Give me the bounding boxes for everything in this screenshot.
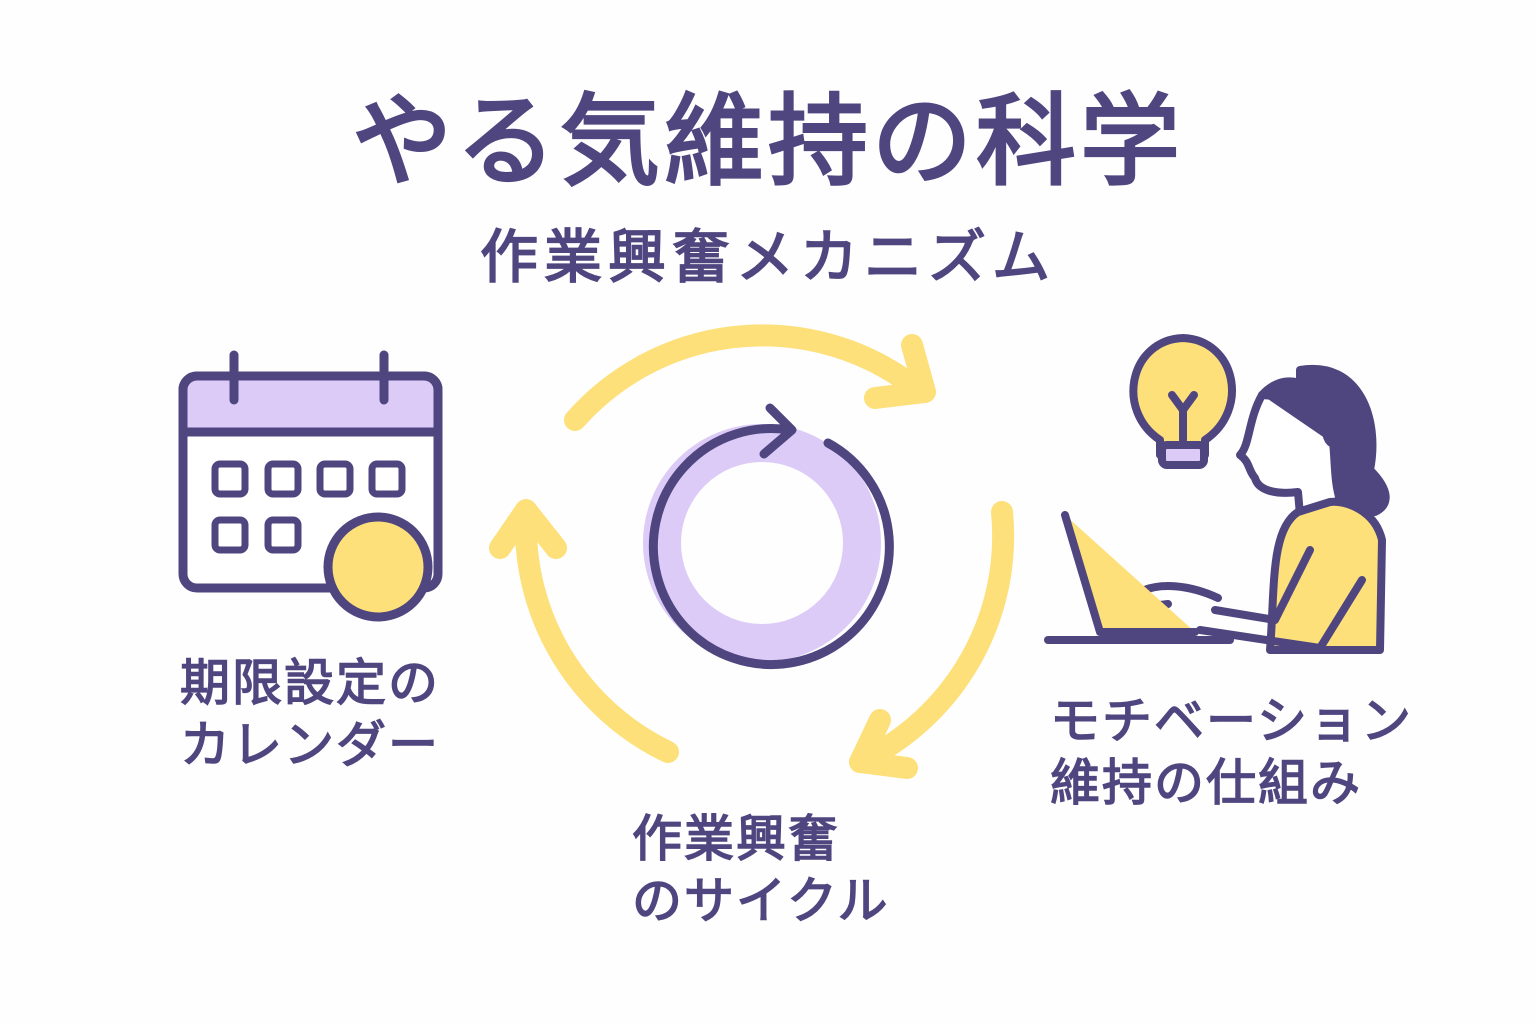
- cycle-label: 作業興奮 のサイクル: [632, 808, 890, 932]
- page-subtitle: 作業興奮メカニズム: [479, 223, 1056, 291]
- cycle-label-line2: のサイクル: [632, 872, 890, 930]
- cycle-arrows-icon: [489, 324, 1015, 779]
- lightbulb-icon: [1129, 334, 1236, 469]
- cycle-label-line1: 作業興奮: [632, 810, 840, 868]
- motivation-label-line2: 維持の仕組み: [1050, 754, 1362, 812]
- person-laptop-icon: [1044, 364, 1390, 654]
- calendar-label-line2: カレンダー: [180, 716, 440, 774]
- page-title: やる気維持の科学: [352, 83, 1184, 200]
- calendar-label: 期限設定の カレンダー: [180, 652, 440, 776]
- center-cycle-icon: [643, 403, 894, 669]
- calendar-icon: [178, 350, 443, 622]
- motivation-label-line1: モチベーション: [1050, 692, 1413, 750]
- motivation-label: モチベーション 維持の仕組み: [1050, 690, 1413, 814]
- calendar-label-line1: 期限設定の: [180, 654, 440, 712]
